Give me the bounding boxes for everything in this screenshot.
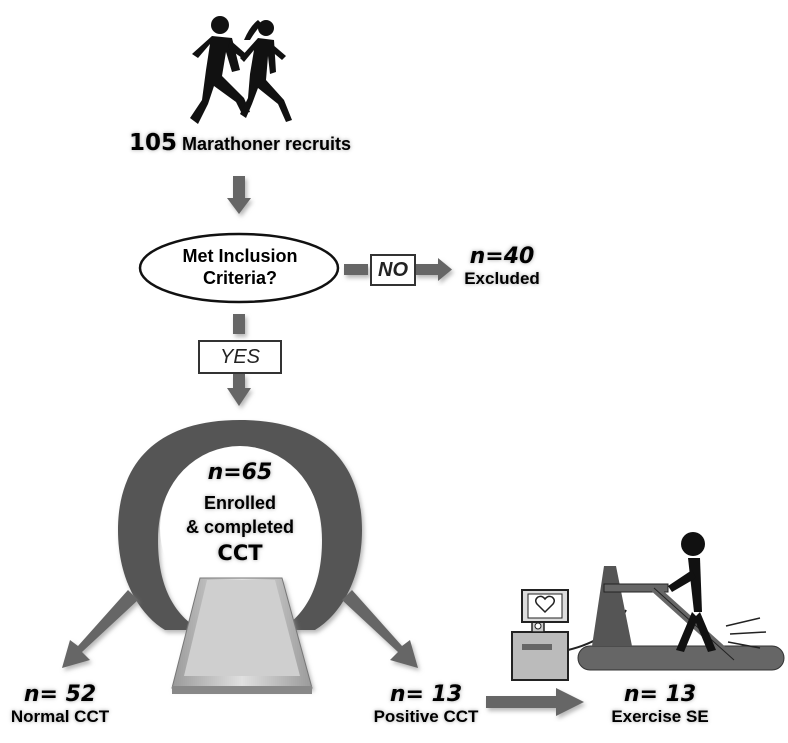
enrolled-block: n=65 Enrolled & completed CCT [170,460,310,567]
decision-ellipse [138,232,340,304]
excluded-label: Excluded [464,269,540,288]
arrow-down-1 [227,176,251,214]
arrow-yes [227,314,251,406]
arrow-to-positive [342,590,418,668]
enrolled-line-2: & completed [185,517,295,537]
exercise-n: n= 13 [623,682,697,707]
decision-line-1: Met Inclusion [182,246,298,266]
enrolled-n: n=65 [207,460,273,485]
enrolled-line-1: Enrolled [203,493,276,513]
recruits-label: 105 Marathoner recruits [100,130,380,156]
positive-n: n= 13 [389,682,463,707]
heart-icon [534,595,556,614]
recruits-text: Marathoner recruits [181,134,352,154]
exercise-label: Exercise SE [611,707,709,726]
positive-block: n= 13 Positive CCT [366,682,486,727]
yes-label: YES [198,340,282,374]
ct-scanner-icon [118,420,362,694]
normal-n: n= 52 [23,682,97,707]
arrow-to-exercise [486,688,584,716]
decision-text: Met Inclusion Criteria? [150,245,330,289]
decision-line-2: Criteria? [202,268,278,288]
excluded-block: n=40 Excluded [452,244,552,289]
excluded-n: n=40 [469,244,535,269]
recruits-count: 105 [128,130,177,156]
runners-icon [190,16,292,124]
treadmill-stress-echo-icon [511,532,785,681]
no-label: NO [370,254,416,286]
normal-label: Normal CCT [10,707,110,726]
normal-block: n= 52 Normal CCT [0,682,120,727]
arrow-no [344,258,452,281]
exercise-block: n= 13 Exercise SE [600,682,720,727]
positive-label: Positive CCT [373,707,479,726]
arrow-to-normal [62,590,138,668]
enrolled-line-3: CCT [217,541,263,565]
